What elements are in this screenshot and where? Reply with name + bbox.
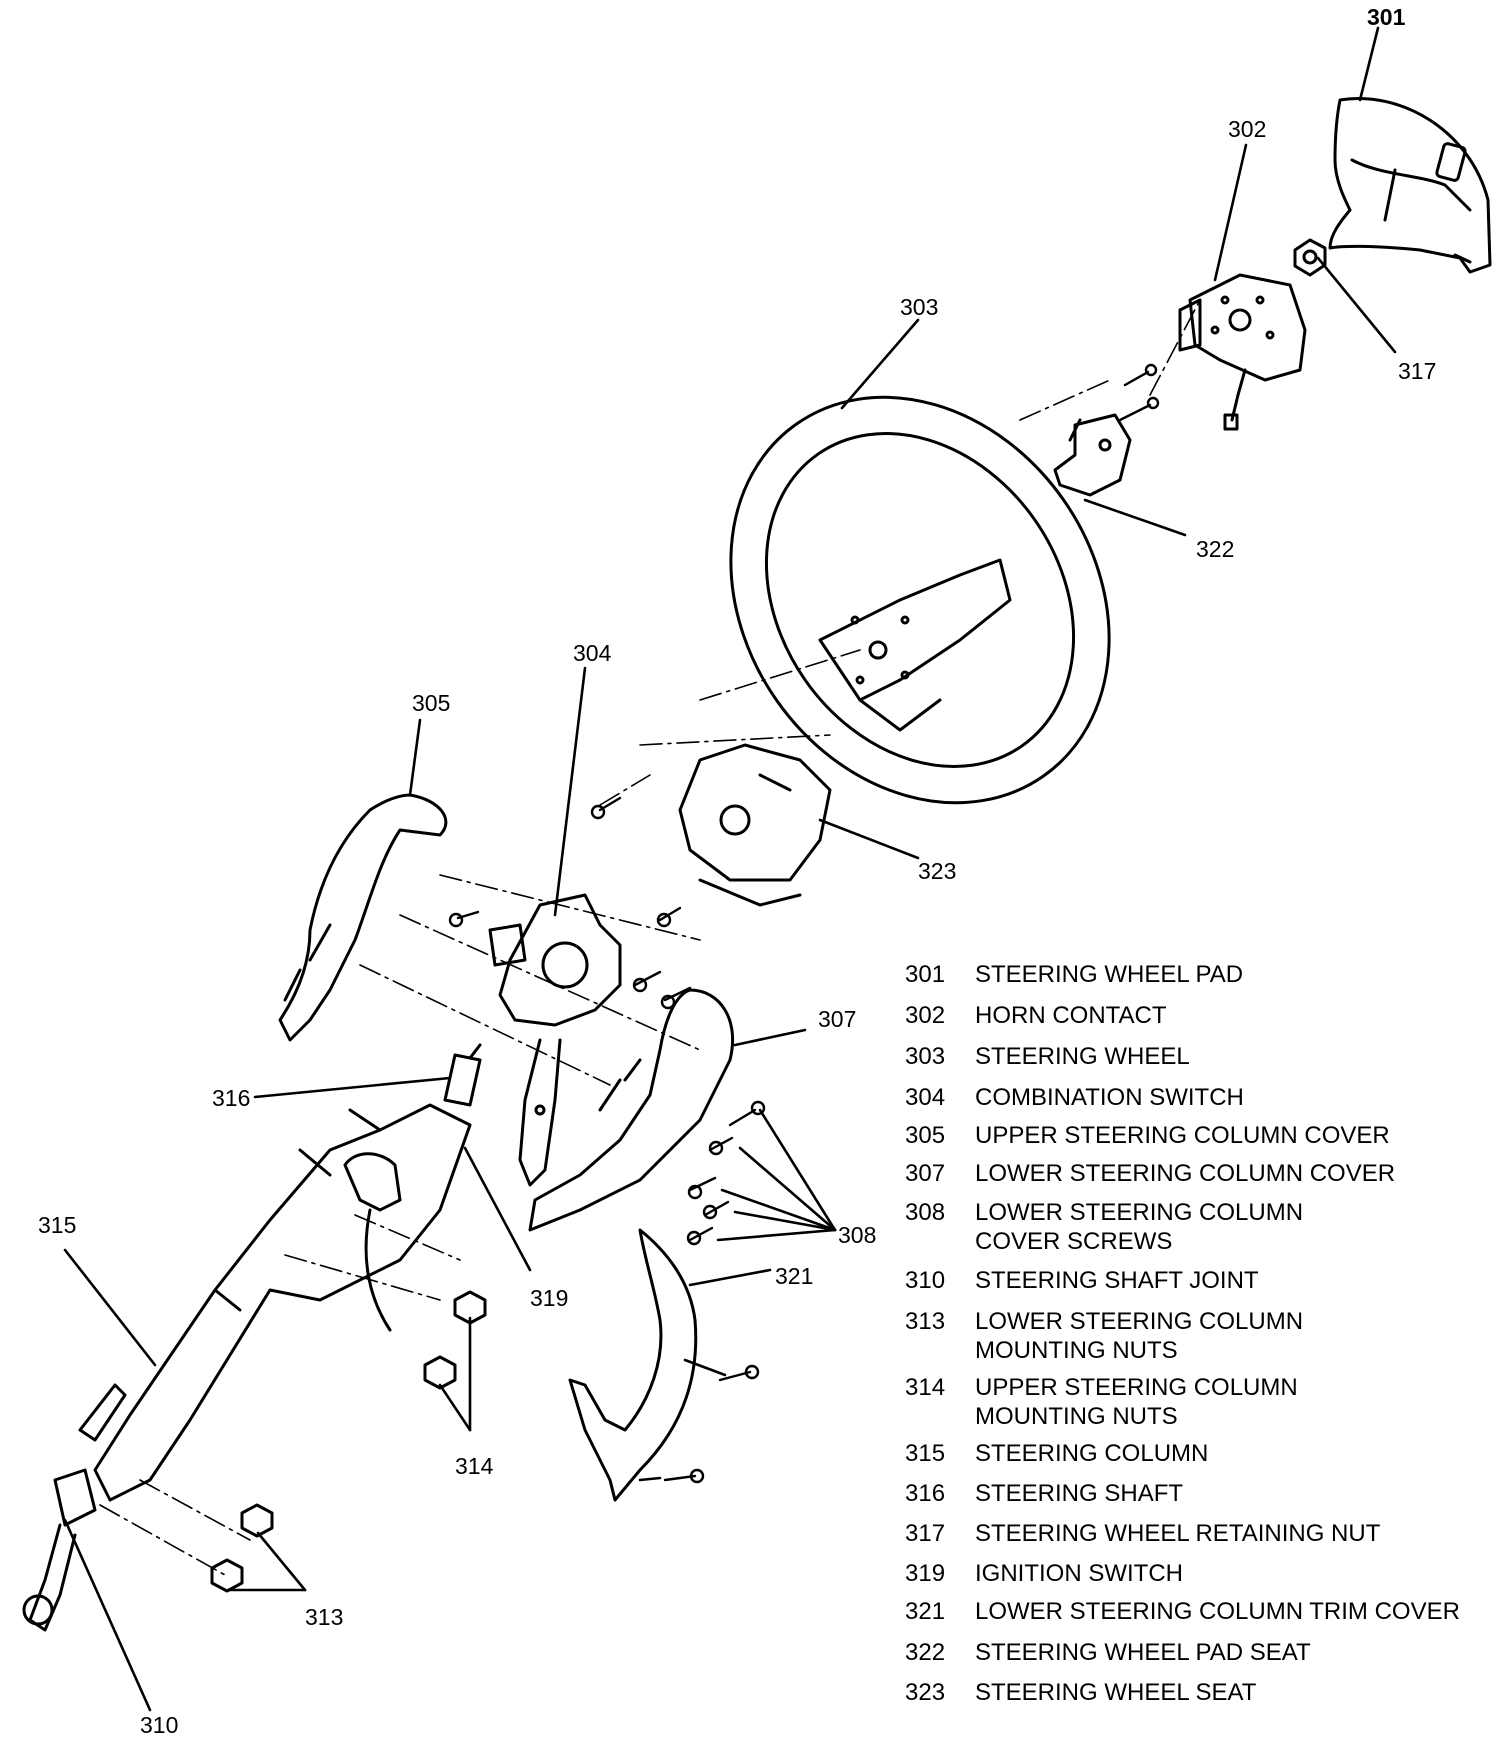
callout-316: 316: [212, 1085, 251, 1111]
ignition-switch-part: [343, 1152, 402, 1332]
legend-row: 316 STEERING SHAFT: [905, 1479, 1183, 1508]
legend-row: 302 HORN CONTACT: [905, 1001, 1167, 1030]
legend-row: 314 UPPER STEERING COLUMN MOUNTING NUTS: [905, 1373, 1298, 1431]
legend-row: 313 LOWER STEERING COLUMN MOUNTING NUTS: [905, 1307, 1303, 1365]
callout-319: 319: [530, 1285, 569, 1311]
legend-number: 302: [905, 1002, 946, 1029]
retaining-nut-part: [1293, 238, 1327, 277]
steering-column-part: [78, 1103, 472, 1502]
legend-description: STEERING WHEEL: [975, 1043, 1190, 1070]
legend-description: COMBINATION SWITCH: [975, 1084, 1244, 1111]
legend-description: STEERING COLUMN: [975, 1440, 1209, 1467]
steering-wheel-pad-part: [1328, 97, 1492, 274]
callout-322: 322: [1196, 536, 1235, 562]
horn-contact-part: [1178, 273, 1307, 431]
legend-row: 323 STEERING WHEEL SEAT: [905, 1678, 1256, 1707]
callout-307: 307: [818, 1006, 857, 1032]
legend-number: 308: [905, 1199, 946, 1226]
legend-number: 314: [905, 1374, 946, 1401]
legend-description: UPPER STEERING COLUMN MOUNTING NUTS: [975, 1374, 1298, 1430]
callout-305: 305: [412, 690, 451, 716]
pad-seat-part: [1053, 413, 1132, 497]
legend-number: 323: [905, 1679, 946, 1706]
legend-row: 305 UPPER STEERING COLUMN COVER: [905, 1121, 1390, 1150]
mounting-nuts: [210, 1290, 487, 1593]
legend-description: HORN CONTACT: [975, 1002, 1167, 1029]
cover-screws: [686, 1100, 766, 1246]
legend-number: 303: [905, 1043, 946, 1070]
legend-number: 310: [905, 1267, 946, 1294]
legend-row: 317 STEERING WHEEL RETAINING NUT: [905, 1519, 1380, 1548]
callout-310: 310: [140, 1712, 179, 1738]
trim-cover-part: [568, 1228, 698, 1502]
legend-description: IGNITION SWITCH: [975, 1560, 1183, 1587]
callout-313: 313: [305, 1604, 344, 1630]
misc-screws: [448, 796, 760, 1484]
steering-shaft-part: [443, 1043, 482, 1107]
legend-row: 322 STEERING WHEEL PAD SEAT: [905, 1638, 1311, 1667]
legend-description: STEERING WHEEL SEAT: [975, 1679, 1257, 1706]
legend-row: 315 STEERING COLUMN: [905, 1439, 1208, 1468]
legend-row: 319 IGNITION SWITCH: [905, 1559, 1183, 1588]
legend-number: 301: [905, 961, 946, 988]
legend-row: 307 LOWER STEERING COLUMN COVER: [905, 1159, 1395, 1188]
legend-number: 305: [905, 1122, 946, 1149]
legend-number: 319: [905, 1560, 946, 1587]
legend-description: STEERING SHAFT JOINT: [975, 1267, 1259, 1294]
legend-row: 301 STEERING WHEEL PAD: [905, 960, 1243, 989]
callout-314: 314: [455, 1453, 494, 1479]
shaft-joint-part: [22, 1468, 97, 1632]
legend-row: 303 STEERING WHEEL: [905, 1042, 1190, 1071]
legend-number: 321: [905, 1598, 946, 1625]
callout-323: 323: [918, 858, 957, 884]
steering-wheel-part: [729, 395, 1111, 805]
lower-column-cover-part: [528, 988, 735, 1232]
callout-321: 321: [775, 1263, 814, 1289]
legend-description: STEERING WHEEL PAD SEAT: [975, 1639, 1311, 1666]
upper-column-cover-part: [278, 793, 448, 1042]
callout-315: 315: [38, 1212, 77, 1238]
callout-304: 304: [573, 640, 612, 666]
legend-description: LOWER STEERING COLUMN TRIM COVER: [975, 1598, 1460, 1625]
legend-row: 304 COMBINATION SWITCH: [905, 1083, 1244, 1112]
legend-number: 304: [905, 1084, 946, 1111]
combination-switch-part: [488, 893, 622, 1187]
pad-seat-screws: [1118, 363, 1160, 422]
legend-description: STEERING WHEEL PAD: [975, 961, 1244, 988]
legend-number: 316: [905, 1480, 946, 1507]
callout-317: 317: [1398, 358, 1437, 384]
callout-302: 302: [1228, 116, 1267, 142]
legend-number: 313: [905, 1308, 946, 1335]
legend-description: LOWER STEERING COLUMN COVER: [975, 1160, 1396, 1187]
legend-row: 321 LOWER STEERING COLUMN TRIM COVER: [905, 1597, 1460, 1626]
callout-303: 303: [900, 294, 939, 320]
legend-row: 308 LOWER STEERING COLUMN COVER SCREWS: [905, 1198, 1303, 1256]
legend-description: LOWER STEERING COLUMN MOUNTING NUTS: [975, 1308, 1304, 1364]
steering-wheel-seat-part: [678, 743, 832, 907]
legend-number: 317: [905, 1520, 946, 1547]
legend-description: LOWER STEERING COLUMN COVER SCREWS: [975, 1199, 1304, 1255]
legend-number: 315: [905, 1440, 946, 1467]
legend-number: 322: [905, 1639, 946, 1666]
legend-row: 310 STEERING SHAFT JOINT: [905, 1266, 1259, 1295]
legend-description: UPPER STEERING COLUMN COVER: [975, 1122, 1390, 1149]
legend-description: STEERING SHAFT: [975, 1480, 1184, 1507]
callout-308: 308: [838, 1222, 877, 1248]
legend-description: STEERING WHEEL RETAINING NUT: [975, 1520, 1381, 1547]
leader-lines: [63, 26, 1397, 1712]
callout-301: 301: [1367, 4, 1406, 30]
legend-number: 307: [905, 1160, 946, 1187]
